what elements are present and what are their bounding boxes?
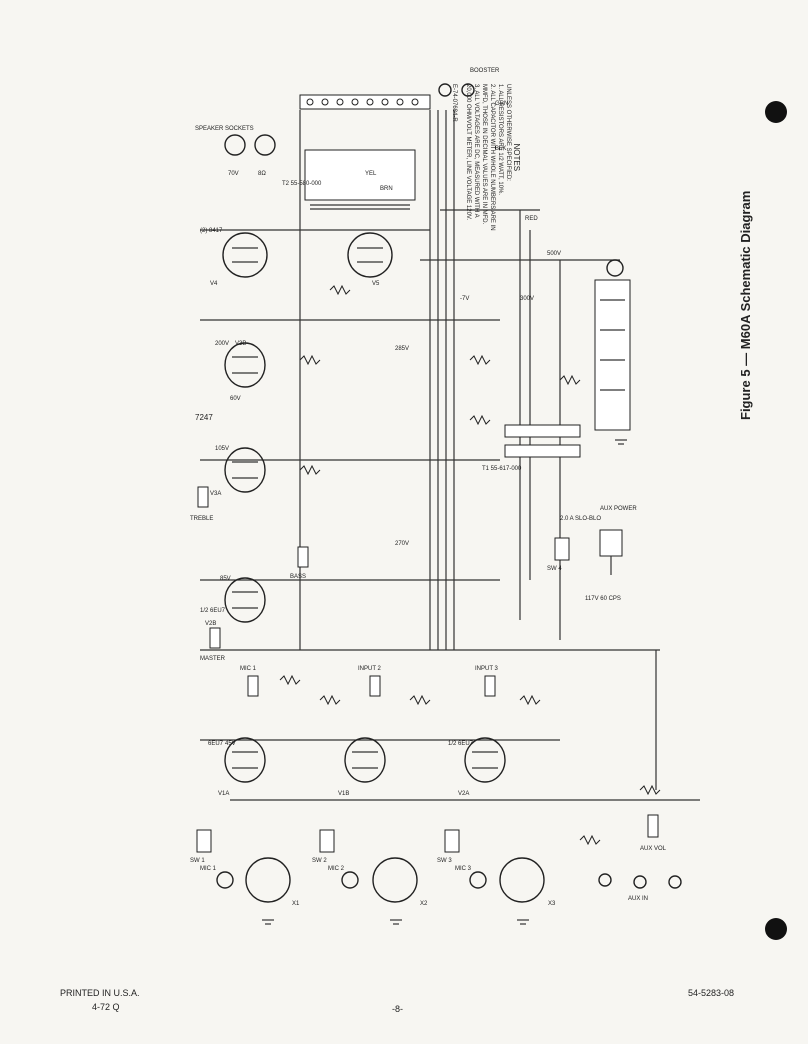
aux-vol-control-label: AUX VOL	[640, 846, 667, 852]
x2-label: X2	[420, 901, 428, 907]
mic2-label: MIC 2	[328, 866, 345, 872]
t1-label: T1 55-617-000	[482, 466, 522, 472]
tube-v2b: V2B 1/2 6EU7	[200, 577, 266, 627]
printed-in-label: PRINTED IN U.S.A.	[60, 988, 140, 998]
voltage-300v: 300V	[520, 296, 534, 302]
master-control-label: MASTER	[200, 656, 226, 662]
page-number: -8-	[392, 1004, 403, 1014]
notes-line: 3. ALL VOLTAGES ARE DC, MEASURED WITH A	[473, 84, 479, 218]
tube-label-v1b: V1B	[338, 791, 349, 797]
drawing-ref: E-74-07684-R	[451, 84, 457, 122]
notes-line: 2. ALL CAPACITOR WITH WHOLE NUMBERS ARE …	[489, 84, 495, 231]
t2-label: T2 55-580-000	[282, 181, 322, 187]
tube-label-v3b: V3B	[235, 341, 246, 347]
mic1-control-label: MIC 1	[240, 666, 257, 672]
voltage-60v: 60V	[230, 396, 241, 402]
notes-line: 20,000 OHM/VOLT METER, LINE VOLTAGE 120V…	[465, 84, 471, 221]
control-labels: MIC 1 INPUT 2 INPUT 3 MASTER TREBLE BASS…	[190, 486, 667, 852]
tube-label-v2b: V2B	[205, 621, 216, 627]
notes-title: NOTES	[512, 143, 521, 172]
treble-control-label: TREBLE	[190, 516, 213, 522]
aux-power-label: AUX POWER	[600, 506, 637, 512]
part-number: 54-5283-08	[688, 988, 735, 998]
sw3-label: SW 3	[437, 858, 452, 864]
wire-blk-label: BLK	[495, 146, 506, 152]
tube-label-v2a: V2A	[458, 791, 469, 797]
tube-v1b: V1B	[338, 737, 386, 797]
tube-label-v1a: V1A	[218, 791, 229, 797]
mic-socket-1: MIC 1 X1	[200, 857, 300, 907]
mic-socket-2: MIC 2 X2	[328, 857, 428, 907]
resistor-network	[279, 284, 661, 846]
booster-jack: BOOSTER	[438, 68, 500, 97]
tube-type-v2b: 1/2 6EU7	[200, 608, 226, 614]
punch-hole-top	[765, 101, 787, 123]
ground-symbols	[262, 439, 627, 925]
tube-number-7247: 7247	[195, 413, 213, 422]
input2-control-label: INPUT 2	[358, 666, 382, 672]
power-transformer-t1: T1 55-617-000	[482, 424, 581, 472]
speaker-sockets: SPEAKER SOCKETS 70V 8Ω	[195, 126, 276, 177]
tube-v4: V4 (2) 8417	[200, 228, 268, 287]
voltage-285v: 285V	[395, 346, 409, 352]
bass-control-label: BASS	[290, 574, 306, 580]
tube-type-v4: (2) 8417	[200, 228, 223, 234]
x1-label: X1	[292, 901, 300, 907]
aux-in-label: AUX IN	[628, 896, 648, 902]
output-8ohm-label: 8Ω	[258, 171, 266, 177]
sw4-label: SW 4	[547, 566, 562, 572]
mic3-label: MIC 3	[455, 866, 472, 872]
speaker-sockets-label: SPEAKER SOCKETS	[195, 126, 254, 132]
input3-control-label: INPUT 3	[475, 666, 499, 672]
aux-input-jacks: AUX IN	[598, 873, 682, 902]
switch-labels: SW 1 SW 2 SW 3 SW 4	[190, 537, 570, 864]
voltage-annotations: 200V 85V 45V 270V 285V 300V 500V 60V -7V…	[195, 101, 561, 747]
tube-label-v4: V4	[210, 281, 218, 287]
voltage-200v: 200V	[215, 341, 229, 347]
voltage-85v: 85V	[220, 576, 231, 582]
heater-string	[594, 259, 631, 431]
tube-v1a: V1A 6EU7	[208, 737, 266, 797]
voltage-45v: 45V	[225, 741, 236, 747]
x3-label: X3	[548, 901, 556, 907]
tube-v2a: V2A 1/2 6EU7	[448, 737, 506, 797]
power-cord: 2.0 A SLO-BLO 117V 60 CPS AUX POWER	[560, 506, 637, 602]
voltage-neg7v: -7V	[460, 296, 469, 302]
tube-v5: V5	[347, 232, 393, 287]
tube-v3a: V3A	[210, 447, 266, 497]
output-transformer-t2: T2 55-580-000	[282, 149, 416, 210]
notes-block: NOTES UNLESS OTHERWISE SPECIFIED: 1. ALL…	[450, 84, 521, 231]
punch-hole-bottom	[765, 918, 787, 940]
wire-grn-label: GRN	[495, 101, 508, 107]
terminal-strip	[299, 94, 431, 110]
line-voltage-label: 117V 60 CPS	[585, 596, 621, 602]
sw2-label: SW 2	[312, 858, 327, 864]
mic1-label: MIC 1	[200, 866, 217, 872]
date-code: 4-72 Q	[92, 1002, 120, 1012]
tube-v3b: V3B	[224, 341, 266, 388]
voltage-270v: 270V	[395, 541, 409, 547]
fuse-label: 2.0 A SLO-BLO	[560, 516, 601, 522]
booster-label: BOOSTER	[470, 68, 500, 74]
sw1-label: SW 1	[190, 858, 205, 864]
tube-label-v5: V5	[372, 281, 380, 287]
wire-yel-label: YEL	[365, 171, 377, 177]
tube-label-v3a: V3A	[210, 491, 221, 497]
output-70v-label: 70V	[228, 171, 239, 177]
wire-red-label: RED	[525, 216, 538, 222]
tube-type-v2a: 1/2 6EU7	[448, 741, 474, 747]
notes-line: 1. ALL RESISTORS ARE 1/2 WATT, 10%.	[497, 84, 503, 196]
notes-line: UNLESS OTHERWISE SPECIFIED:	[505, 84, 511, 181]
voltage-500v: 500V	[547, 251, 561, 257]
mic-socket-3: MIC 3 X3	[455, 857, 556, 907]
figure-caption: Figure 5 — M60A Schematic Diagram	[738, 190, 753, 420]
notes-line: MMFD, THOSE IN DECIMAL VALUES ARE IN MFD…	[481, 84, 487, 225]
wire-brn-label: BRN	[380, 186, 393, 192]
voltage-105v: 105V	[215, 446, 229, 452]
tube-type-v1a: 6EU7	[208, 741, 224, 747]
